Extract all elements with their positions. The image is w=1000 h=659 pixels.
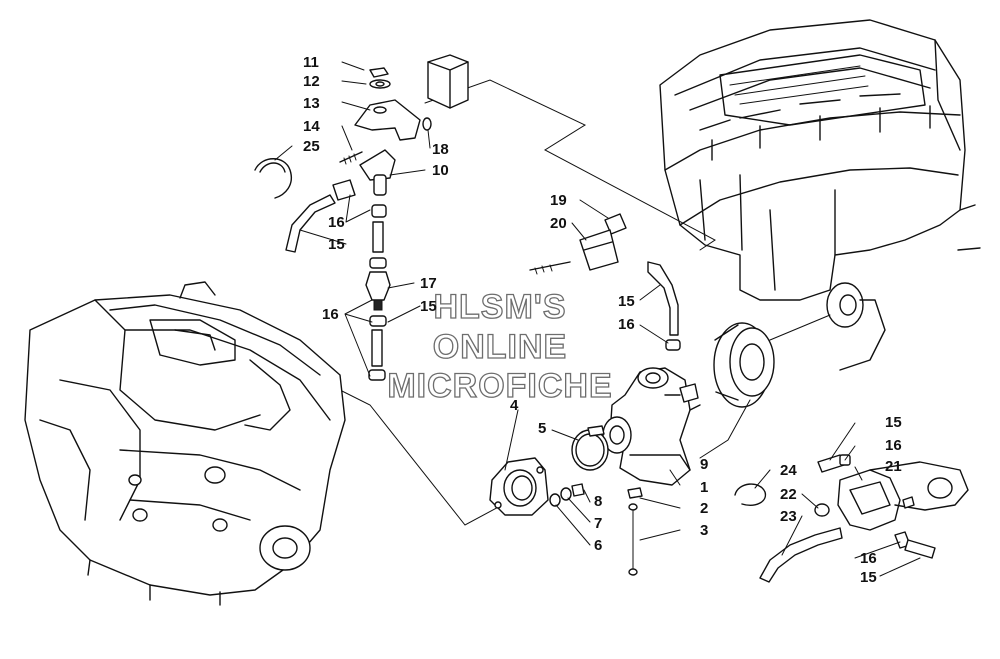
callout-9: 9 <box>700 456 709 473</box>
callout-24: 24 <box>780 462 797 479</box>
washer-part-6 <box>549 493 561 507</box>
bracket-part-13 <box>354 99 421 141</box>
callout-10: 10 <box>432 162 449 179</box>
intake-boot <box>713 322 775 408</box>
nut-part-11 <box>369 67 389 78</box>
callout-4: 4 <box>510 397 519 414</box>
callout-3: 3 <box>700 522 709 539</box>
callout-25: 25 <box>303 138 320 155</box>
leader-lines <box>274 61 921 577</box>
hose-part-15-mid <box>647 261 679 336</box>
callout-13: 13 <box>303 95 320 112</box>
watermark-line-2: ONLINE <box>432 327 568 366</box>
routing-line-upper <box>424 79 716 251</box>
callout-20: 20 <box>550 215 567 232</box>
callout-16-mid: 16 <box>618 316 635 333</box>
callout-22: 22 <box>780 486 797 503</box>
intake-flange <box>489 457 549 516</box>
callout-18: 18 <box>432 141 449 158</box>
callout-16-pump-top: 16 <box>885 437 902 454</box>
callout-15-mid: 15 <box>618 293 635 310</box>
callout-5: 5 <box>538 420 547 437</box>
callout-15-pump-top: 15 <box>885 414 902 431</box>
callout-8: 8 <box>594 493 603 510</box>
callout-15-filter: 15 <box>420 298 437 315</box>
callout-1: 1 <box>700 479 709 496</box>
callout-21: 21 <box>885 458 902 475</box>
callout-12: 12 <box>303 73 320 90</box>
fuel-pump <box>734 454 969 583</box>
callout-16-pump-bottom: 16 <box>860 550 877 567</box>
vent-fitting <box>529 213 627 275</box>
watermark-line-3: MICROFICHE <box>387 366 613 405</box>
callout-15-pump-bottom: 15 <box>860 569 877 586</box>
washer-part-12 <box>369 79 391 89</box>
clamp-ring-5 <box>571 425 609 471</box>
callout-6: 6 <box>594 537 603 554</box>
routing-line-boot <box>769 314 831 341</box>
nut-part-8 <box>571 483 585 497</box>
callout-16-filter: 16 <box>322 306 339 323</box>
callout-16-upper: 16 <box>328 214 345 231</box>
airbox <box>659 19 981 371</box>
watermark-line-1: HLSM'S <box>433 287 567 326</box>
callout-2: 2 <box>700 500 709 517</box>
callout-15-upper: 15 <box>328 236 345 253</box>
callout-14: 14 <box>303 118 320 135</box>
clamp-part-16-mid <box>665 339 681 351</box>
callout-17: 17 <box>420 275 437 292</box>
callout-19: 19 <box>550 192 567 209</box>
carburetor <box>602 367 701 576</box>
engine <box>24 281 346 606</box>
callout-23: 23 <box>780 508 797 525</box>
callout-7: 7 <box>594 515 603 532</box>
callout-11: 11 <box>303 54 319 71</box>
washer-part-7 <box>560 487 572 501</box>
